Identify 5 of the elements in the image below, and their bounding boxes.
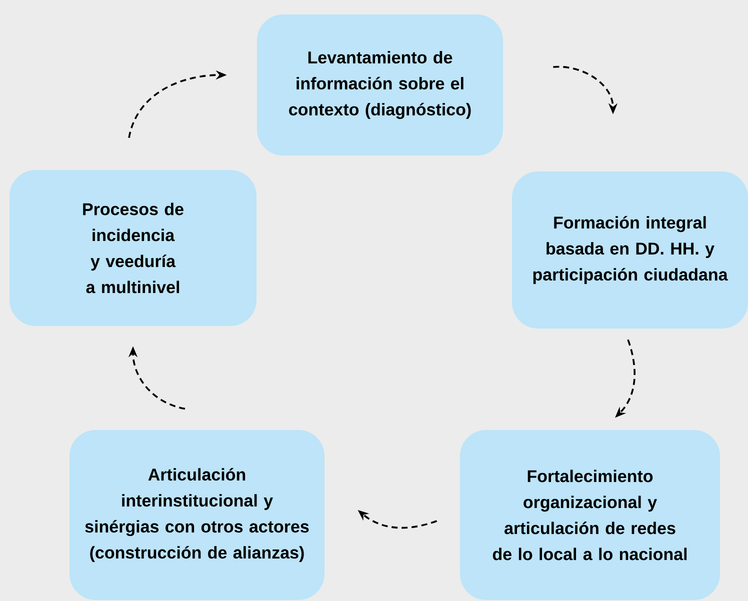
process-box: Articulación interinstitucional y sinérgias con otros actores (construcción de alianzas) [70, 430, 324, 600]
process-box: Levantamiento de información sobre el contexto (diagnóstico) [257, 14, 503, 156]
process-box: Fortalecimiento organizacional y articulación de redes de lo local a lo nacional [460, 430, 720, 600]
process-box: Procesos de incidencia y veeduría a multinivel [10, 170, 256, 326]
process-box: Formación integral basada en DD. HH. y participación ciudadana [512, 171, 748, 328]
